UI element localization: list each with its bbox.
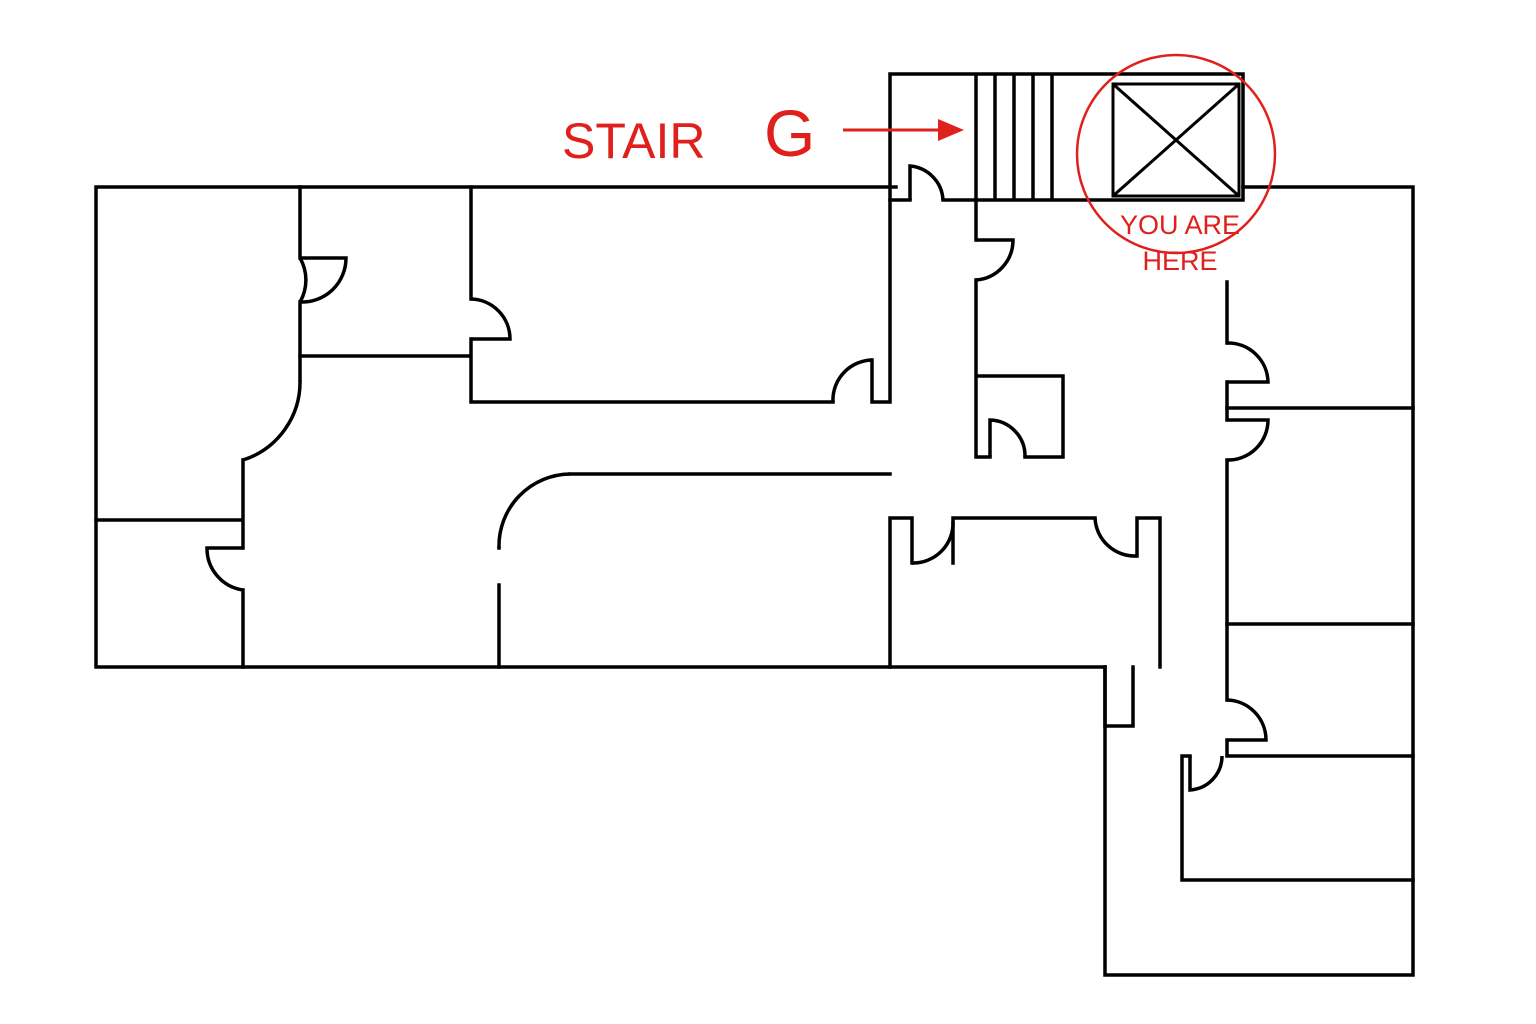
door-swing (1188, 755, 1224, 792)
you-are-here-circle-icon (1075, 53, 1277, 255)
arrow-right-icon (843, 119, 964, 141)
room-west-lower (94, 354, 302, 669)
east-wing-room-dividers (1225, 406, 1415, 626)
east-wing-outer-wall (1103, 185, 1415, 977)
central-lower-room (888, 516, 1162, 669)
door-swing (1093, 517, 1138, 558)
corridor-lower-wall (497, 472, 892, 669)
room-west-divider (298, 185, 835, 404)
door-swing (242, 379, 302, 462)
elevator-x-icon (1111, 82, 1241, 198)
stair-tower-wall (888, 72, 1245, 202)
doors (205, 164, 1270, 792)
stair-label: STAIR (562, 113, 706, 169)
door-swing (908, 164, 945, 201)
door-swing (205, 546, 244, 592)
stair-corridor-right-wall (974, 198, 1065, 459)
door-swing (831, 358, 873, 403)
east-wing-nook (1103, 665, 1135, 728)
stair-treads-icon (974, 74, 1054, 200)
door-swing (298, 256, 348, 304)
you-are-here-label-line2: HERE (1142, 246, 1217, 276)
door-swing (988, 418, 1027, 458)
door-swing (975, 238, 1015, 282)
door-swing (1226, 418, 1270, 462)
east-wing-corridor-wall (1225, 280, 1415, 758)
stair-corridor-left-wall (870, 198, 892, 404)
west-wing-outer-wall (94, 185, 1107, 669)
door-swing (1226, 341, 1270, 384)
door-swing (497, 472, 571, 549)
stair-letter: G (764, 96, 815, 170)
door-swing (1226, 698, 1268, 742)
door-swing (911, 520, 955, 565)
building-walls (94, 72, 1415, 977)
you-are-here-label-line1: YOU ARE (1120, 210, 1240, 240)
door-swing (470, 297, 512, 341)
